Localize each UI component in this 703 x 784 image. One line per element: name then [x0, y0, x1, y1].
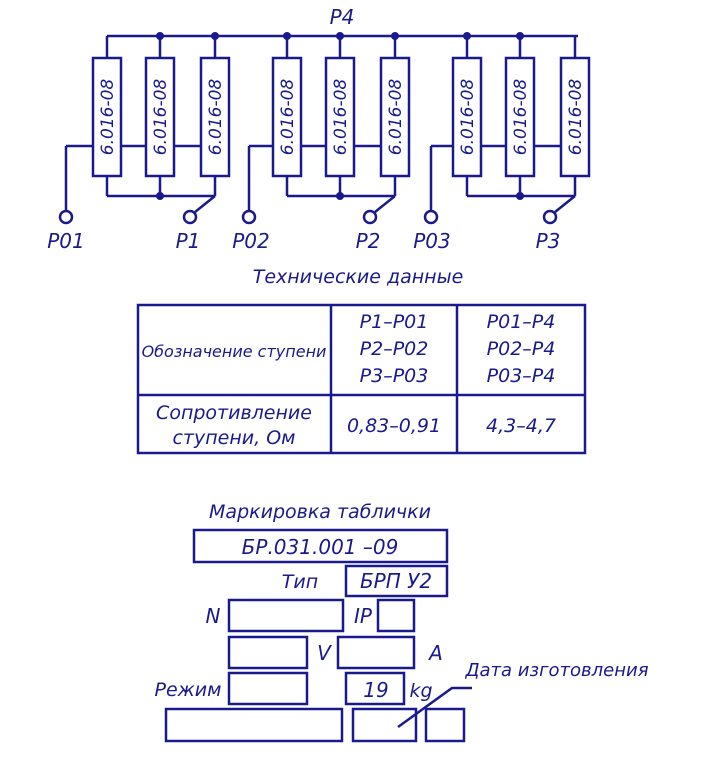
stage-pair-6: P03–P4 — [487, 365, 556, 387]
resistor: 6.016-08 — [144, 56, 176, 178]
stage-designation-label: Обозначение ступени — [142, 342, 327, 361]
terminal-circles — [58, 209, 558, 225]
terminal-label: P02 — [232, 229, 270, 253]
svg-text:6.016-08: 6.016-08 — [566, 79, 586, 156]
svg-text:6.016-08: 6.016-08 — [206, 79, 226, 156]
resistance-label-line1: Сопротивление — [156, 402, 312, 424]
stage-pair-3: P3–P03 — [360, 365, 429, 387]
svg-text:6.016-08: 6.016-08 — [331, 79, 351, 156]
circuit-diagram — [64, 34, 581, 213]
svg-text:6.016-08: 6.016-08 — [511, 79, 531, 156]
plate-title: Маркировка таблички — [209, 501, 431, 523]
resistor: 6.016-08 — [451, 56, 483, 178]
a-label: A — [427, 641, 443, 665]
resistor: 6.016-08 — [91, 56, 123, 178]
bus-label: P4 — [330, 5, 355, 29]
stage-pair-4: P01–P4 — [487, 311, 556, 333]
weight-value: 19 — [363, 678, 388, 702]
terminal-label: P1 — [176, 229, 201, 253]
part-number: БР.031.001 –09 — [242, 535, 399, 559]
v-label: V — [317, 641, 332, 665]
svg-text:6.016-08: 6.016-08 — [151, 79, 171, 156]
bottom-drops — [105, 176, 577, 196]
tech-data-title: Технические данные — [253, 266, 464, 288]
svg-text:6.016-08: 6.016-08 — [278, 79, 298, 156]
date-label: Дата изготовления — [464, 660, 648, 681]
resistor: 6.016-08 — [559, 56, 591, 178]
tech-data-table — [136, 303, 587, 455]
stage-pair-2: P2–P02 — [360, 338, 429, 360]
mode-label: Режим — [155, 679, 222, 701]
type-value: БРП У2 — [360, 569, 432, 593]
resistance-value-2: 4,3–4,7 — [486, 415, 556, 437]
ip-label: IP — [354, 604, 373, 628]
terminal-label: P01 — [47, 229, 85, 253]
svg-text:6.016-08: 6.016-08 — [98, 79, 118, 156]
resistance-value-1: 0,83–0,91 — [347, 415, 441, 437]
plate-boxes — [164, 528, 472, 743]
n-label: N — [206, 604, 221, 628]
resistor: 6.016-08 — [379, 56, 411, 178]
resistor: 6.016-08 — [324, 56, 356, 178]
resistor: 6.016-08 — [199, 56, 231, 178]
svg-text:6.016-08: 6.016-08 — [386, 79, 406, 156]
stage-pair-5: P02–P4 — [487, 338, 556, 360]
resistor: 6.016-08 — [504, 56, 536, 178]
resistor: 6.016-08 — [271, 56, 303, 178]
svg-text:6.016-08: 6.016-08 — [458, 79, 478, 156]
terminal-label: P3 — [536, 229, 561, 253]
stage-pair-1: P1–P01 — [360, 311, 429, 333]
terminal-label: P03 — [413, 229, 451, 253]
terminal-label: P2 — [356, 229, 381, 253]
resistance-label-line2: ступени, Ом — [172, 427, 295, 449]
weight-unit: kg — [409, 680, 432, 702]
type-label: Тип — [282, 571, 318, 593]
